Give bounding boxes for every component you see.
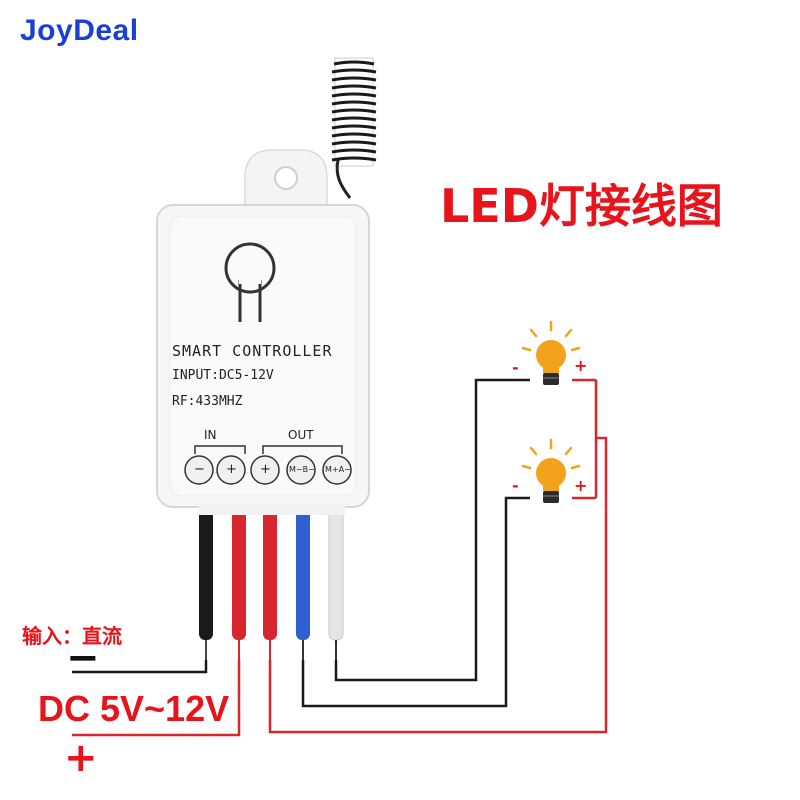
- bulb-1-minus: -: [512, 358, 519, 377]
- brand-logo: JoyDeal: [20, 14, 139, 47]
- bulb-2-plus: +: [574, 476, 588, 495]
- diagram-title: LED灯接线图: [440, 179, 723, 233]
- controller-input-rating: INPUT:DC5-12V: [172, 368, 274, 383]
- terminal-out-mb: M−B−: [289, 465, 315, 474]
- in-group-label: IN: [204, 428, 217, 442]
- terminal-out-ma: M+A−: [325, 465, 351, 474]
- terminal-in-plus: +: [226, 462, 237, 477]
- bulb-1-plus: +: [574, 356, 588, 375]
- wiring-lines: [72, 378, 608, 737]
- bulb-2: [521, 438, 581, 503]
- controller-name: SMART CONTROLLER: [172, 342, 333, 360]
- power-input-label: 输入：直流: [22, 624, 122, 648]
- power-minus-sign: −: [66, 635, 100, 681]
- controller-rf-frequency: RF:433MHZ: [172, 394, 243, 409]
- power-plus-sign: +: [64, 735, 98, 781]
- controller-body: [156, 149, 370, 508]
- terminal-out-plus: +: [260, 462, 271, 477]
- antenna: [331, 57, 377, 199]
- bulb-2-minus: -: [512, 476, 519, 495]
- power-voltage-label: DC 5V~12V: [38, 688, 230, 729]
- bulb-1: [521, 320, 581, 385]
- out-group-label: OUT: [288, 428, 314, 442]
- terminal-in-minus: −: [194, 462, 205, 477]
- wire-leads: [199, 505, 345, 660]
